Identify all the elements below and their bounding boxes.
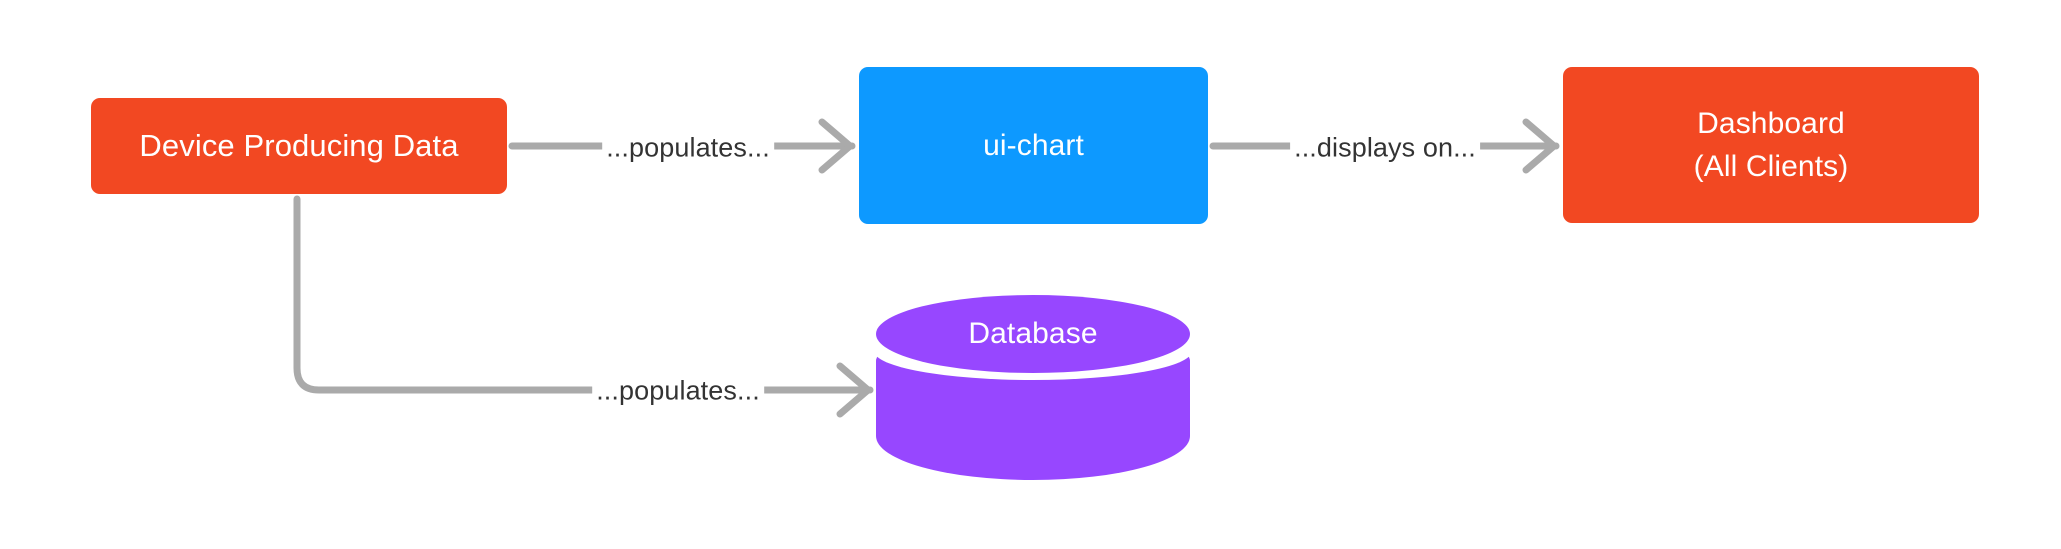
node-database-label: Database	[968, 317, 1098, 350]
edge-label-ui-chart-to-dashboard: ...displays on...	[1290, 132, 1480, 164]
node-database[interactable]: Database	[874, 295, 1192, 480]
edge-device-to-database-elbow	[293, 195, 596, 394]
edge-device-to-database-arrowhead	[836, 362, 872, 418]
edge-label-device-to-database: ...populates...	[592, 375, 764, 407]
node-ui-chart[interactable]: ui-chart	[859, 67, 1208, 224]
database-cylinder-top-ellipse	[876, 295, 1190, 373]
node-dashboard-label-line1: Dashboard	[1697, 107, 1845, 140]
node-ui-chart-label: ui-chart	[983, 129, 1084, 162]
node-dashboard-label-line2: (All Clients)	[1693, 150, 1849, 183]
edge-label-device-to-ui-chart: ...populates...	[602, 132, 774, 164]
node-device-label: Device Producing Data	[139, 127, 459, 163]
edge-uichart-to-dashboard-arrowhead	[1522, 118, 1558, 174]
node-dashboard[interactable]: Dashboard (All Clients)	[1563, 67, 1979, 223]
edge-device-to-uichart-arrowhead	[818, 118, 854, 174]
node-device-producing-data[interactable]: Device Producing Data	[91, 98, 507, 194]
